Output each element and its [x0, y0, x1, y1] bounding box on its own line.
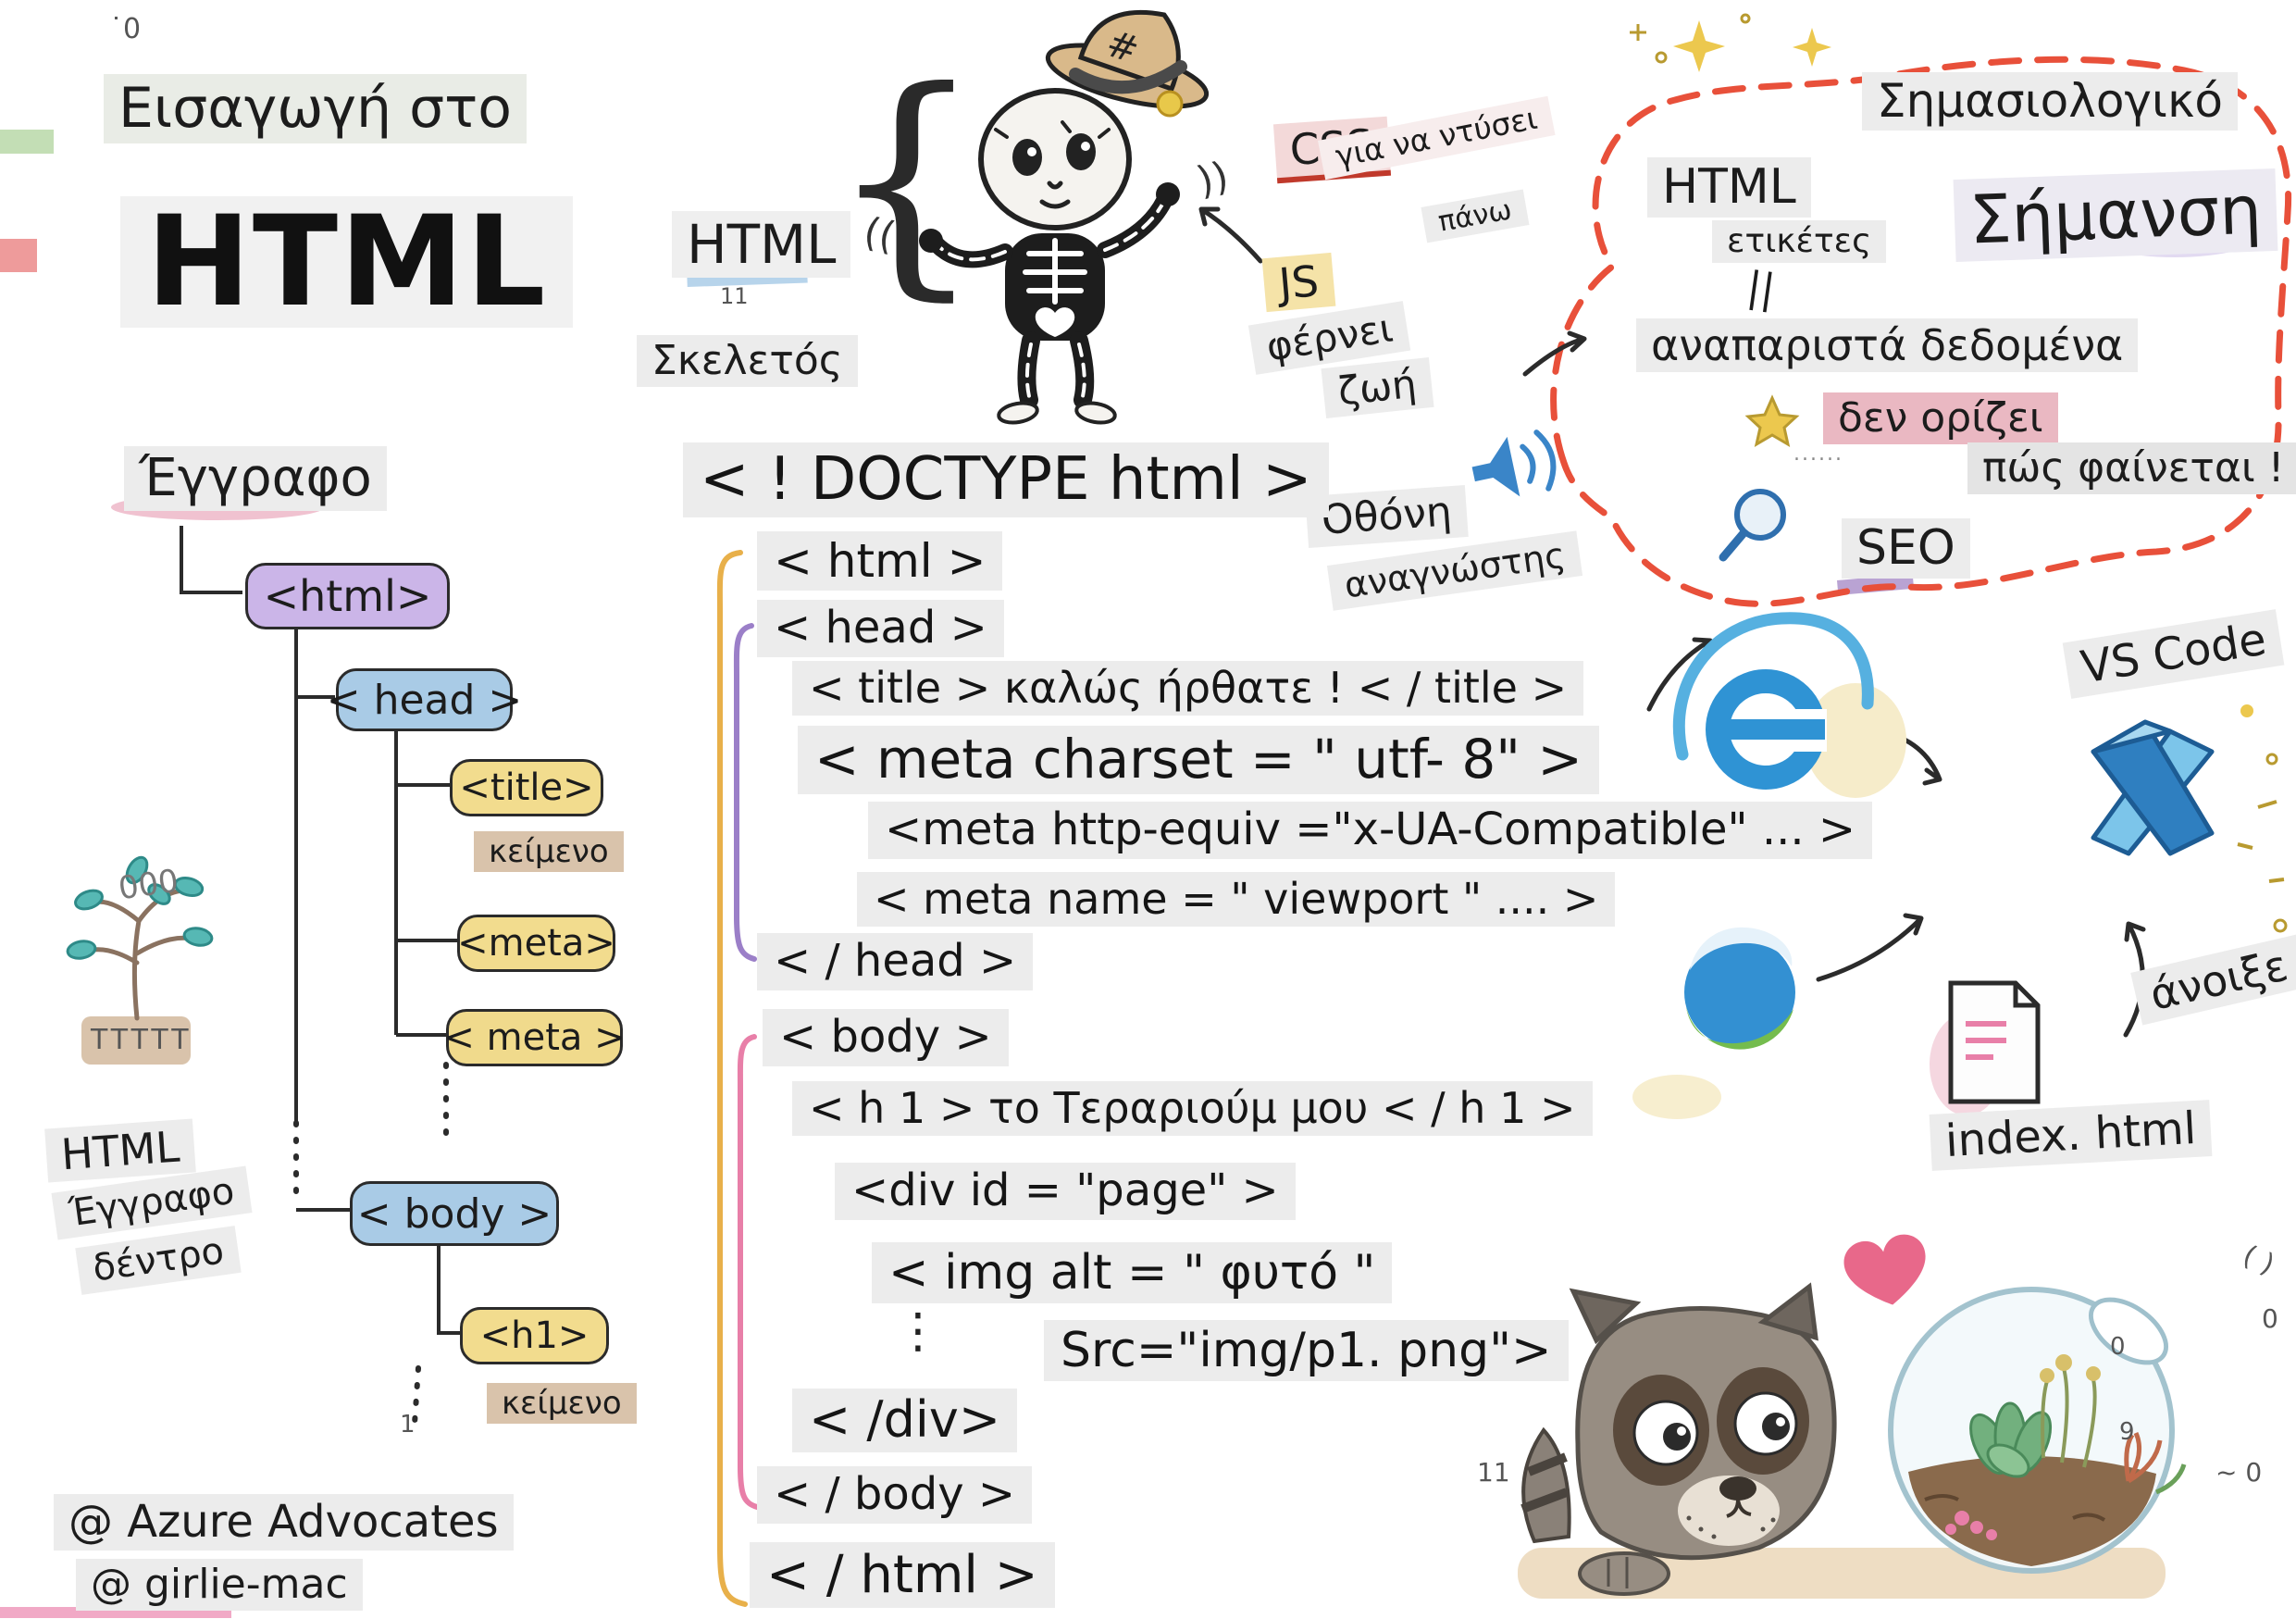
corner-mark: ˙0 [109, 13, 142, 45]
tree-h1-text: κείμενο [487, 1383, 637, 1425]
vscode-sparkles [2237, 704, 2288, 933]
tree-node-meta1: <meta> [457, 915, 615, 972]
semantic-represents: αναπαριστά δεδομένα [1636, 318, 2139, 373]
skeleton-label-sub: 11 [720, 283, 749, 309]
tree-node-title: <title> [450, 759, 603, 816]
skeleton-doodle [919, 9, 1210, 425]
semantic-title-big: Σήμανση [1953, 168, 2278, 262]
page-title-main: HTML [120, 196, 574, 328]
sparkle-icons [1630, 13, 1831, 72]
code-brackets [716, 550, 760, 1607]
tree-node-h1: <h1> [460, 1307, 609, 1364]
skeleton-caption: Σκελετός [637, 335, 858, 387]
credit-line1: @ Azure Advocates [54, 1494, 514, 1551]
scene-scribble-3: ~ 0 [2215, 1457, 2263, 1488]
semantic-how-looks: πώς φαίνεται ! [1967, 442, 2296, 494]
code-line-title: < title > καλώς ήρθατε ! < / title > [792, 661, 1584, 716]
code-line-html-open: < html > [757, 531, 1003, 591]
code-ellipsis: ⋮ [894, 1303, 942, 1359]
curly-brace: { [829, 39, 984, 321]
raccoon-doodle [1520, 1282, 1837, 1596]
code-line-div-open: <div id = "page" > [835, 1163, 1296, 1220]
tree-heading: Έγγραφο [124, 446, 387, 512]
code-line-body-close: < / body > [757, 1466, 1033, 1524]
code-line-httpequiv: <meta http-equiv ="x-UA-Compatible" ... … [868, 802, 1873, 859]
code-line-src: Src="img/p1. png"> [1044, 1320, 1569, 1382]
code-line-viewport: < meta name = " viewport " .... > [857, 872, 1616, 928]
edge-browser-icon [1684, 927, 1795, 1050]
tree-node-meta2: < meta > [443, 1009, 626, 1066]
code-line-body-open: < body > [763, 1009, 1009, 1066]
code-line-html-close: < / html > [750, 1542, 1055, 1609]
code-line-head-open: < head > [757, 600, 1004, 657]
tree-footnote: 1 [400, 1411, 416, 1438]
ie-browser-icon [1672, 612, 1906, 798]
skeleton-html-label: HTML [672, 211, 851, 279]
tree-connectors [180, 526, 460, 1426]
page-title-intro: Εισαγωγή στο [104, 74, 527, 143]
tree-doodle-base-mark: TTTTT [91, 1024, 192, 1056]
vscode-logo-icon [2091, 719, 2215, 856]
semantic-html-label: HTML [1647, 157, 1811, 218]
speaker-icon [1471, 430, 1557, 497]
terrarium-doodle [1888, 1287, 2187, 1574]
tree-title-text: κείμενο [474, 831, 624, 873]
tree-node-head: < head > [327, 668, 522, 731]
scene-eleven-mark: 11 [1477, 1457, 1510, 1488]
code-line-h1: < h 1 > το Τεραριούμ μου < / h 1 > [792, 1081, 1593, 1137]
semantic-title-small: Σημασιολογικό [1862, 72, 2238, 131]
js-label: JS [1261, 252, 1336, 313]
semantic-tags-label: ετικέτες [1712, 220, 1887, 264]
semantic-dots: ...... [1793, 442, 1843, 466]
magnifier-icon [1719, 489, 1786, 562]
document-icon [1930, 980, 2041, 1115]
code-line-div-close: < /div> [792, 1389, 1018, 1452]
tree-node-html: <html> [245, 563, 450, 629]
code-doctype: < ! DOCTYPE html > [683, 442, 1329, 517]
credit-line2: @ girlie-mac [76, 1559, 363, 1611]
semantic-not-define: δεν ορίζει [1823, 392, 2058, 444]
code-line-img: < img alt = " φυτό " [872, 1242, 1393, 1304]
heart-icon [1843, 1234, 1926, 1305]
star-icon [1744, 394, 1800, 448]
scene-scribble-2: 0 [2262, 1303, 2278, 1334]
tree-doodle [66, 855, 214, 1065]
glass-nine-mark: 9 [2119, 1418, 2135, 1446]
tree-label-html: HTML [44, 1118, 196, 1183]
tree-node-body: < body > [350, 1181, 559, 1246]
code-line-head-close: < / head > [757, 933, 1034, 990]
code-line-charset: < meta charset = " utf- 8" > [798, 726, 1599, 794]
seo-label: SEO [1842, 518, 1970, 579]
glass-zero-mark: 0 [2110, 1333, 2126, 1361]
